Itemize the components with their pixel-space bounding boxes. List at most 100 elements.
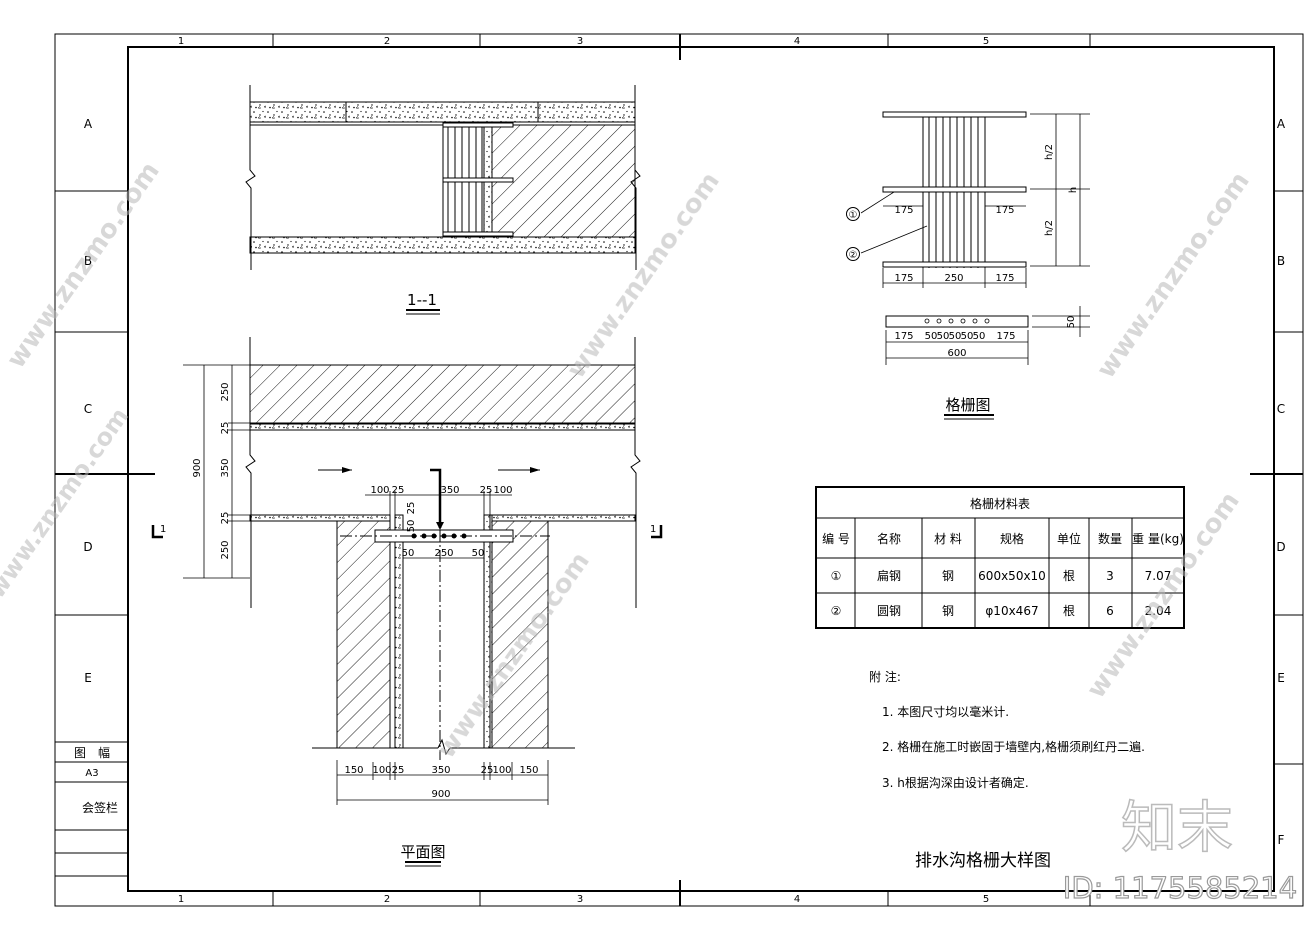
dim-slot: 25	[406, 502, 417, 515]
watermark-site: www.znzmo.com	[1091, 167, 1256, 384]
dim-left: 250	[220, 382, 231, 401]
grid-col-label: 3	[577, 894, 583, 905]
callout-1: ①	[849, 210, 858, 221]
dim-bottom: 100	[372, 765, 391, 776]
table-header: 重 量(kg)	[1132, 532, 1184, 546]
sheet-size-label: 图 幅	[74, 745, 110, 760]
grid-col-label: 2	[384, 36, 390, 47]
grid-col-label: 4	[794, 36, 800, 47]
dim-bottom: 25	[392, 765, 405, 776]
table-cell: ①	[831, 569, 842, 583]
grid-col-label: 1	[178, 36, 184, 47]
watermark-logo: 知末	[1121, 796, 1233, 861]
grid-row-label: C	[1277, 402, 1285, 416]
table-cell: 2.04	[1145, 604, 1172, 618]
table-cell: 3	[1106, 569, 1114, 583]
dim-bottom: 100	[492, 765, 511, 776]
dim-strip: 175	[996, 331, 1015, 342]
table-cell: 600x50x10	[978, 569, 1046, 583]
dim-inner: 50	[402, 548, 415, 559]
plan-view: 1 1 250 25 350 25 250 900 100 25	[151, 337, 663, 867]
dim-bottom: 175	[894, 273, 913, 284]
dim-strip-total: 600	[947, 348, 966, 359]
grating-view: ① ② h/2 h/2 h 175 175 175 250 175 50 175…	[846, 111, 1090, 420]
table-cell: ②	[831, 604, 842, 618]
grid-row-label: F	[1278, 833, 1285, 847]
notes: 附 注: 1. 本图尺寸均以毫米计. 2. 格栅在施工时嵌固于墙壁内,格栅须刷红…	[869, 669, 1145, 790]
dim-strip: 50	[961, 331, 974, 342]
table-header: 规格	[1000, 531, 1024, 546]
table-header: 数量	[1098, 531, 1122, 546]
table-cell: 根	[1063, 604, 1075, 618]
dim-strip: 50	[949, 331, 962, 342]
dim-mid: 175	[894, 205, 913, 216]
grid-col-label: 3	[577, 36, 583, 47]
section-mark-right: 1	[650, 524, 656, 535]
countersign-label: 会签栏	[82, 800, 118, 815]
section-mark-left: 1	[160, 524, 166, 535]
table-cell: 7.07	[1145, 569, 1172, 583]
grid-row-label: C	[84, 402, 92, 416]
dim-thick: 50	[1066, 316, 1077, 329]
dim-strip: 50	[937, 331, 950, 342]
grid-row-label: E	[1277, 671, 1285, 685]
grid-row-label: E	[84, 671, 92, 685]
grid-col-label: 2	[384, 894, 390, 905]
dim-top: 25	[480, 485, 493, 496]
grid-row-label: D	[83, 540, 92, 554]
watermark-site: www.znzmo.com	[1081, 487, 1246, 704]
dim-inner: 50	[472, 548, 485, 559]
plan-label: 平面图	[400, 843, 445, 861]
grid-labels: 1 2 3 4 5 1 2 3 4 5 A B C D E A B C D E …	[83, 36, 1286, 905]
dim-bottom-total: 900	[431, 789, 450, 800]
dim-bottom: 150	[344, 765, 363, 776]
dim-strip: 50	[925, 331, 938, 342]
note-item: 3. h根据沟深由设计者确定.	[882, 775, 1029, 790]
drawing-title: 排水沟格栅大样图	[915, 851, 1051, 871]
materials-table: 格栅材料表 编 号 名称 材 料 规格 单位 数量 重 量(kg) ① 扁钢 钢…	[815, 486, 1185, 629]
grid-row-label: B	[1277, 254, 1285, 268]
dim-bottom: 25	[481, 765, 494, 776]
table-header: 编 号	[822, 531, 850, 546]
dim-left-total: 900	[192, 458, 203, 477]
grid-col-label: 5	[983, 894, 989, 905]
table-header: 名称	[877, 531, 901, 546]
dim-h-half: h/2	[1044, 144, 1055, 160]
watermark-id: ID: 1175585214	[1063, 871, 1297, 905]
dim-bottom: 250	[944, 273, 963, 284]
dim-bottom: 175	[995, 273, 1014, 284]
sheet-frame	[54, 33, 1304, 907]
dim-left: 25	[220, 512, 231, 525]
grid-row-label: A	[1277, 117, 1286, 131]
grid-row-label: A	[84, 117, 93, 131]
table-header: 单位	[1057, 531, 1081, 546]
dim-bottom: 350	[431, 765, 450, 776]
dim-bottom: 150	[519, 765, 538, 776]
sheet-size-value: A3	[85, 768, 98, 779]
table-header: 材 料	[934, 532, 962, 546]
table-cell: 钢	[942, 604, 954, 618]
callout-2: ②	[849, 250, 858, 261]
dim-left: 350	[220, 458, 231, 477]
grid-row-label: D	[1276, 540, 1285, 554]
section-view: 1--1	[245, 85, 641, 315]
table-title: 格栅材料表	[970, 496, 1030, 511]
watermark-site: www.znzmo.com	[1, 157, 166, 374]
note-item: 1. 本图尺寸均以毫米计.	[882, 704, 1009, 719]
side-block: 图 幅 A3 会签栏	[74, 745, 118, 815]
grid-col-label: 4	[794, 894, 800, 905]
dim-h: h	[1068, 187, 1079, 193]
dim-left: 250	[220, 540, 231, 559]
grid-row-label: B	[84, 254, 92, 268]
dim-slot: 50	[406, 520, 417, 533]
table-cell: 钢	[942, 569, 954, 583]
grid-col-label: 1	[178, 894, 184, 905]
table-cell: φ10x467	[985, 604, 1038, 618]
dim-top: 100	[493, 485, 512, 496]
table-cell: 圆钢	[877, 604, 901, 618]
grid-col-label: 5	[983, 36, 989, 47]
table-cell: 根	[1063, 569, 1075, 583]
note-item: 2. 格栅在施工时嵌固于墙壁内,格栅须刷红丹二遍.	[882, 739, 1145, 754]
table-cell: 扁钢	[877, 569, 901, 583]
